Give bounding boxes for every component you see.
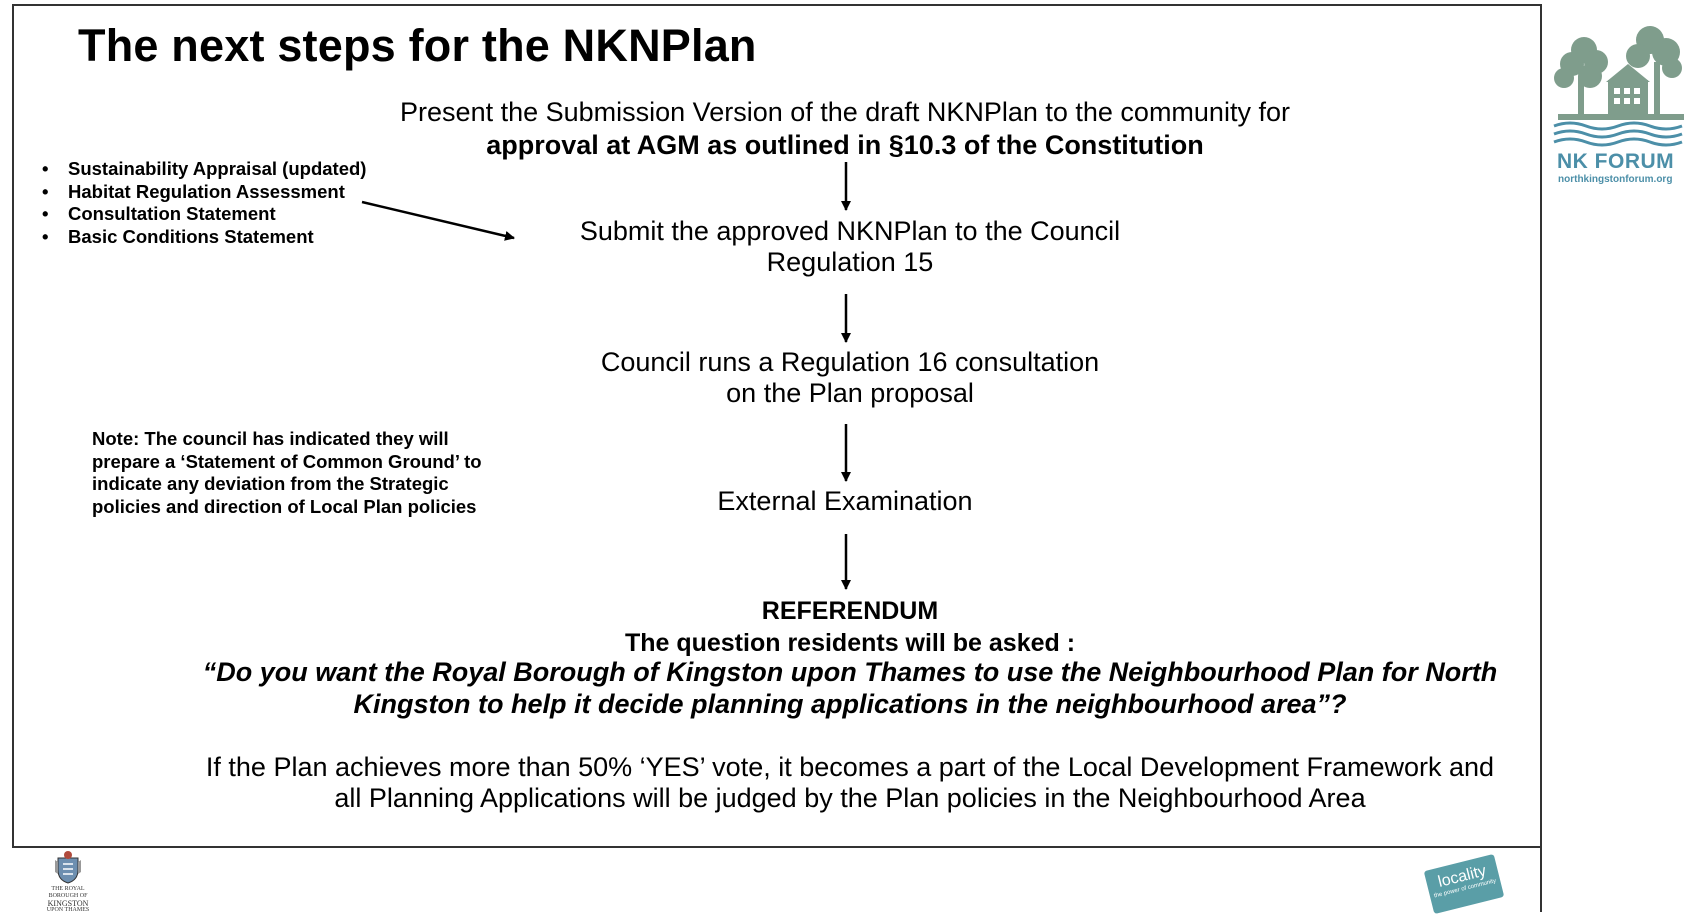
step-present-line2: approval at AGM as outlined in §10.3 of … [486,130,1204,160]
council-note: Note: The council has indicated they wil… [92,428,482,517]
supporting-documents-list: Sustainability Appraisal (updated) Habit… [40,158,366,248]
referendum-block: REFERENDUM The question residents will b… [100,595,1600,659]
nk-forum-logo [1553,26,1684,147]
locality-logo: locality the power of community [1423,853,1505,914]
kingston-council-logo: THE ROYAL BOROUGH OF KINGSTON UPON THAME… [40,850,96,913]
nk-forum-name: NK FORUM [1557,150,1675,173]
kingston-council-top: THE ROYAL BOROUGH OF [48,886,88,899]
step-consult-line1: Council runs a Regulation 16 consultatio… [600,347,1100,377]
step-submit-line1: Submit the approved NKNPlan to the Counc… [579,216,1121,246]
step-council-consultation: Council runs a Regulation 16 consultatio… [500,347,1200,409]
slide-title: The next steps for the NKNPlan [78,20,757,71]
kingston-council-bottom: UPON THAMES [46,907,90,913]
slide-frame-left [12,4,14,848]
referendum-heading: REFERENDUM [761,597,939,625]
slide-frame-top [12,4,1542,6]
step-present-line1: Present the Submission Version of the dr… [400,97,1290,127]
referendum-question: “Do you want the Royal Borough of Kingst… [202,657,1498,719]
list-item: Consultation Statement [40,203,366,226]
step-present-to-community: Present the Submission Version of the dr… [330,96,1360,162]
slide-frame-bottom [12,846,1542,848]
referendum-question-intro: The question residents will be asked : [624,629,1076,657]
step-submit-to-council: Submit the approved NKNPlan to the Counc… [500,216,1200,278]
arrow-documents-to-submit [361,200,515,241]
step-consult-line2: on the Plan proposal [726,378,974,408]
nk-forum-url: northkingstonforum.org [1558,174,1673,185]
list-item: Sustainability Appraisal (updated) [40,158,366,181]
step-submit-line2: Regulation 15 [766,247,934,277]
slide-frame-right [1540,4,1542,912]
list-item: Basic Conditions Statement [40,226,366,249]
kingston-council-text: THE ROYAL BOROUGH OF KINGSTON UPON THAME… [40,886,96,914]
kingston-council-main: KINGSTON [47,899,89,908]
list-item: Habitat Regulation Assessment [40,181,366,204]
step-external-examination: External Examination [717,486,973,516]
kingston-crest-icon [55,851,81,884]
referendum-outcome: If the Plan achieves more than 50% ‘YES’… [205,752,1495,813]
